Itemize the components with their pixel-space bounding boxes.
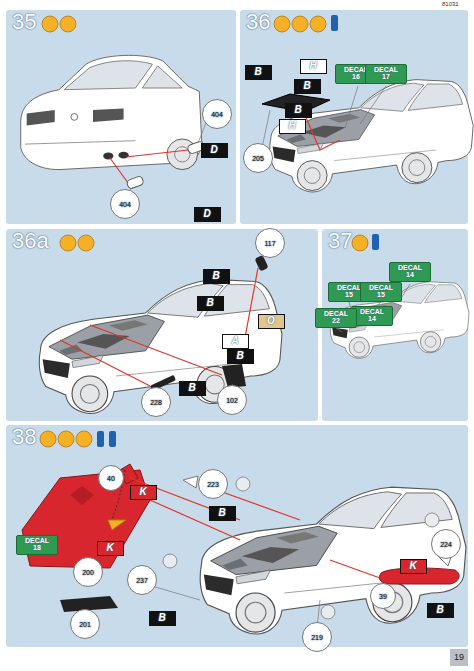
color-code-flag-text: B (206, 270, 225, 282)
color-code-flag-text: H (303, 60, 322, 72)
part-number: 224 (431, 529, 461, 559)
color-code-flag-text: B (152, 612, 171, 624)
color-code-flag-text: B (430, 604, 449, 616)
color-code-flag-text: D (204, 144, 223, 156)
part-number-text: 200 (76, 568, 100, 577)
part-number: 205 (243, 143, 273, 173)
color-code-flag: K (97, 541, 124, 556)
decal-tag-text: DECAL 14 (391, 263, 429, 280)
color-code-flag-text: K (403, 560, 422, 572)
decal-tag: DECAL 22 (315, 308, 357, 328)
color-code-flag: K (130, 485, 157, 500)
step-number: 38 (6, 425, 42, 449)
color-code-flag: B (197, 296, 224, 311)
color-code-flag-text: B (212, 507, 231, 519)
step-number: 36a (6, 229, 55, 253)
part-number-text: 223 (201, 480, 225, 489)
decal-tag: DECAL 17 (365, 64, 407, 84)
color-code-flag: D (201, 143, 228, 158)
decal-tag-text: DECAL 15 (362, 283, 400, 300)
step-number: 35 (6, 10, 42, 34)
color-code-flag-text: B (230, 350, 249, 362)
color-code-flag-text: B (248, 66, 267, 78)
step-panel: 36a117BBOABB102228 (6, 229, 318, 421)
part-number-text: 102 (220, 396, 244, 405)
part-number: 404 (202, 99, 232, 129)
color-code-flag: B (245, 65, 272, 80)
color-code-flag: B (203, 269, 230, 284)
color-code-flag-text: D (197, 208, 216, 220)
color-code-flag: B (285, 103, 312, 118)
decal-tag-text: DECAL 22 (317, 309, 355, 326)
decal-tag: DECAL 15 (360, 282, 402, 302)
color-code-flag: B (427, 603, 454, 618)
decal-tag-text: DECAL 18 (18, 536, 56, 553)
part-number-text: 219 (305, 633, 329, 642)
color-code-flag-text: B (297, 80, 316, 92)
part-number: 228 (141, 387, 171, 417)
color-code-flag-text: B (288, 104, 307, 116)
color-code-flag: B (294, 79, 321, 94)
part-number-text: 224 (434, 540, 458, 549)
part-number: 223 (198, 469, 228, 499)
part-number: 39 (370, 583, 396, 609)
decal-tag: DECAL 18 (16, 535, 58, 555)
part-number-text: 404 (205, 110, 229, 119)
step-panel: 36BHDECAL 16DECAL 17BBH205 (240, 10, 468, 224)
color-code-flag-text: K (133, 486, 152, 498)
decal-tag: DECAL 14 (351, 306, 393, 326)
part-number: 102 (217, 385, 247, 415)
color-code-flag-text: H (282, 120, 301, 132)
page-number-text: 19 (454, 653, 464, 662)
part-number-text: 205 (246, 154, 270, 163)
part-number: 404 (110, 189, 140, 219)
color-code-flag: B (209, 506, 236, 521)
part-number: 40 (98, 465, 124, 491)
step-panel: 3840K223BDECAL 18K200237224K39B201B219 (6, 425, 468, 647)
part-number-text: 40 (101, 474, 121, 483)
color-code-flag: H (300, 59, 327, 74)
part-number-text: 117 (258, 239, 281, 248)
decal-tag: DECAL 14 (389, 262, 431, 282)
color-code-flag: H (279, 119, 306, 134)
color-code-flag-text: B (200, 297, 219, 309)
part-number-text: 228 (144, 398, 168, 407)
decal-tag-text: DECAL 17 (367, 65, 405, 82)
page-number: 19 (450, 649, 468, 666)
kit-number: 81031 (442, 1, 459, 7)
part-number: 237 (127, 565, 157, 595)
decal-tag-text: DECAL 14 (353, 307, 391, 324)
color-code-flag: K (400, 559, 427, 574)
color-code-flag: B (179, 381, 206, 396)
color-code-flag-text: O (261, 315, 281, 327)
color-code-flag-text: A (225, 335, 244, 347)
color-code-flag: B (227, 349, 254, 364)
step-number: 36 (240, 10, 276, 34)
step-panel: 35404D404D (6, 10, 236, 224)
part-number: 219 (302, 622, 332, 652)
part-number: 117 (255, 228, 285, 258)
step-number: 37 (322, 229, 358, 253)
color-code-flag-text: B (182, 382, 201, 394)
color-code-flag: O (258, 314, 285, 329)
color-code-flag: A (222, 334, 249, 349)
step-panel: 37DECAL 14DECAL 15DECAL 15DECAL 14DECAL … (322, 229, 468, 421)
part-number-text: 39 (373, 592, 393, 601)
part-number: 200 (73, 557, 103, 587)
part-number-text: 237 (130, 576, 154, 585)
part-number: 201 (70, 609, 100, 639)
color-code-flag-text: K (100, 542, 119, 554)
color-code-flag: D (194, 207, 221, 222)
color-code-flag: B (149, 611, 176, 626)
part-number-text: 404 (113, 200, 137, 209)
part-number-text: 201 (73, 620, 97, 629)
